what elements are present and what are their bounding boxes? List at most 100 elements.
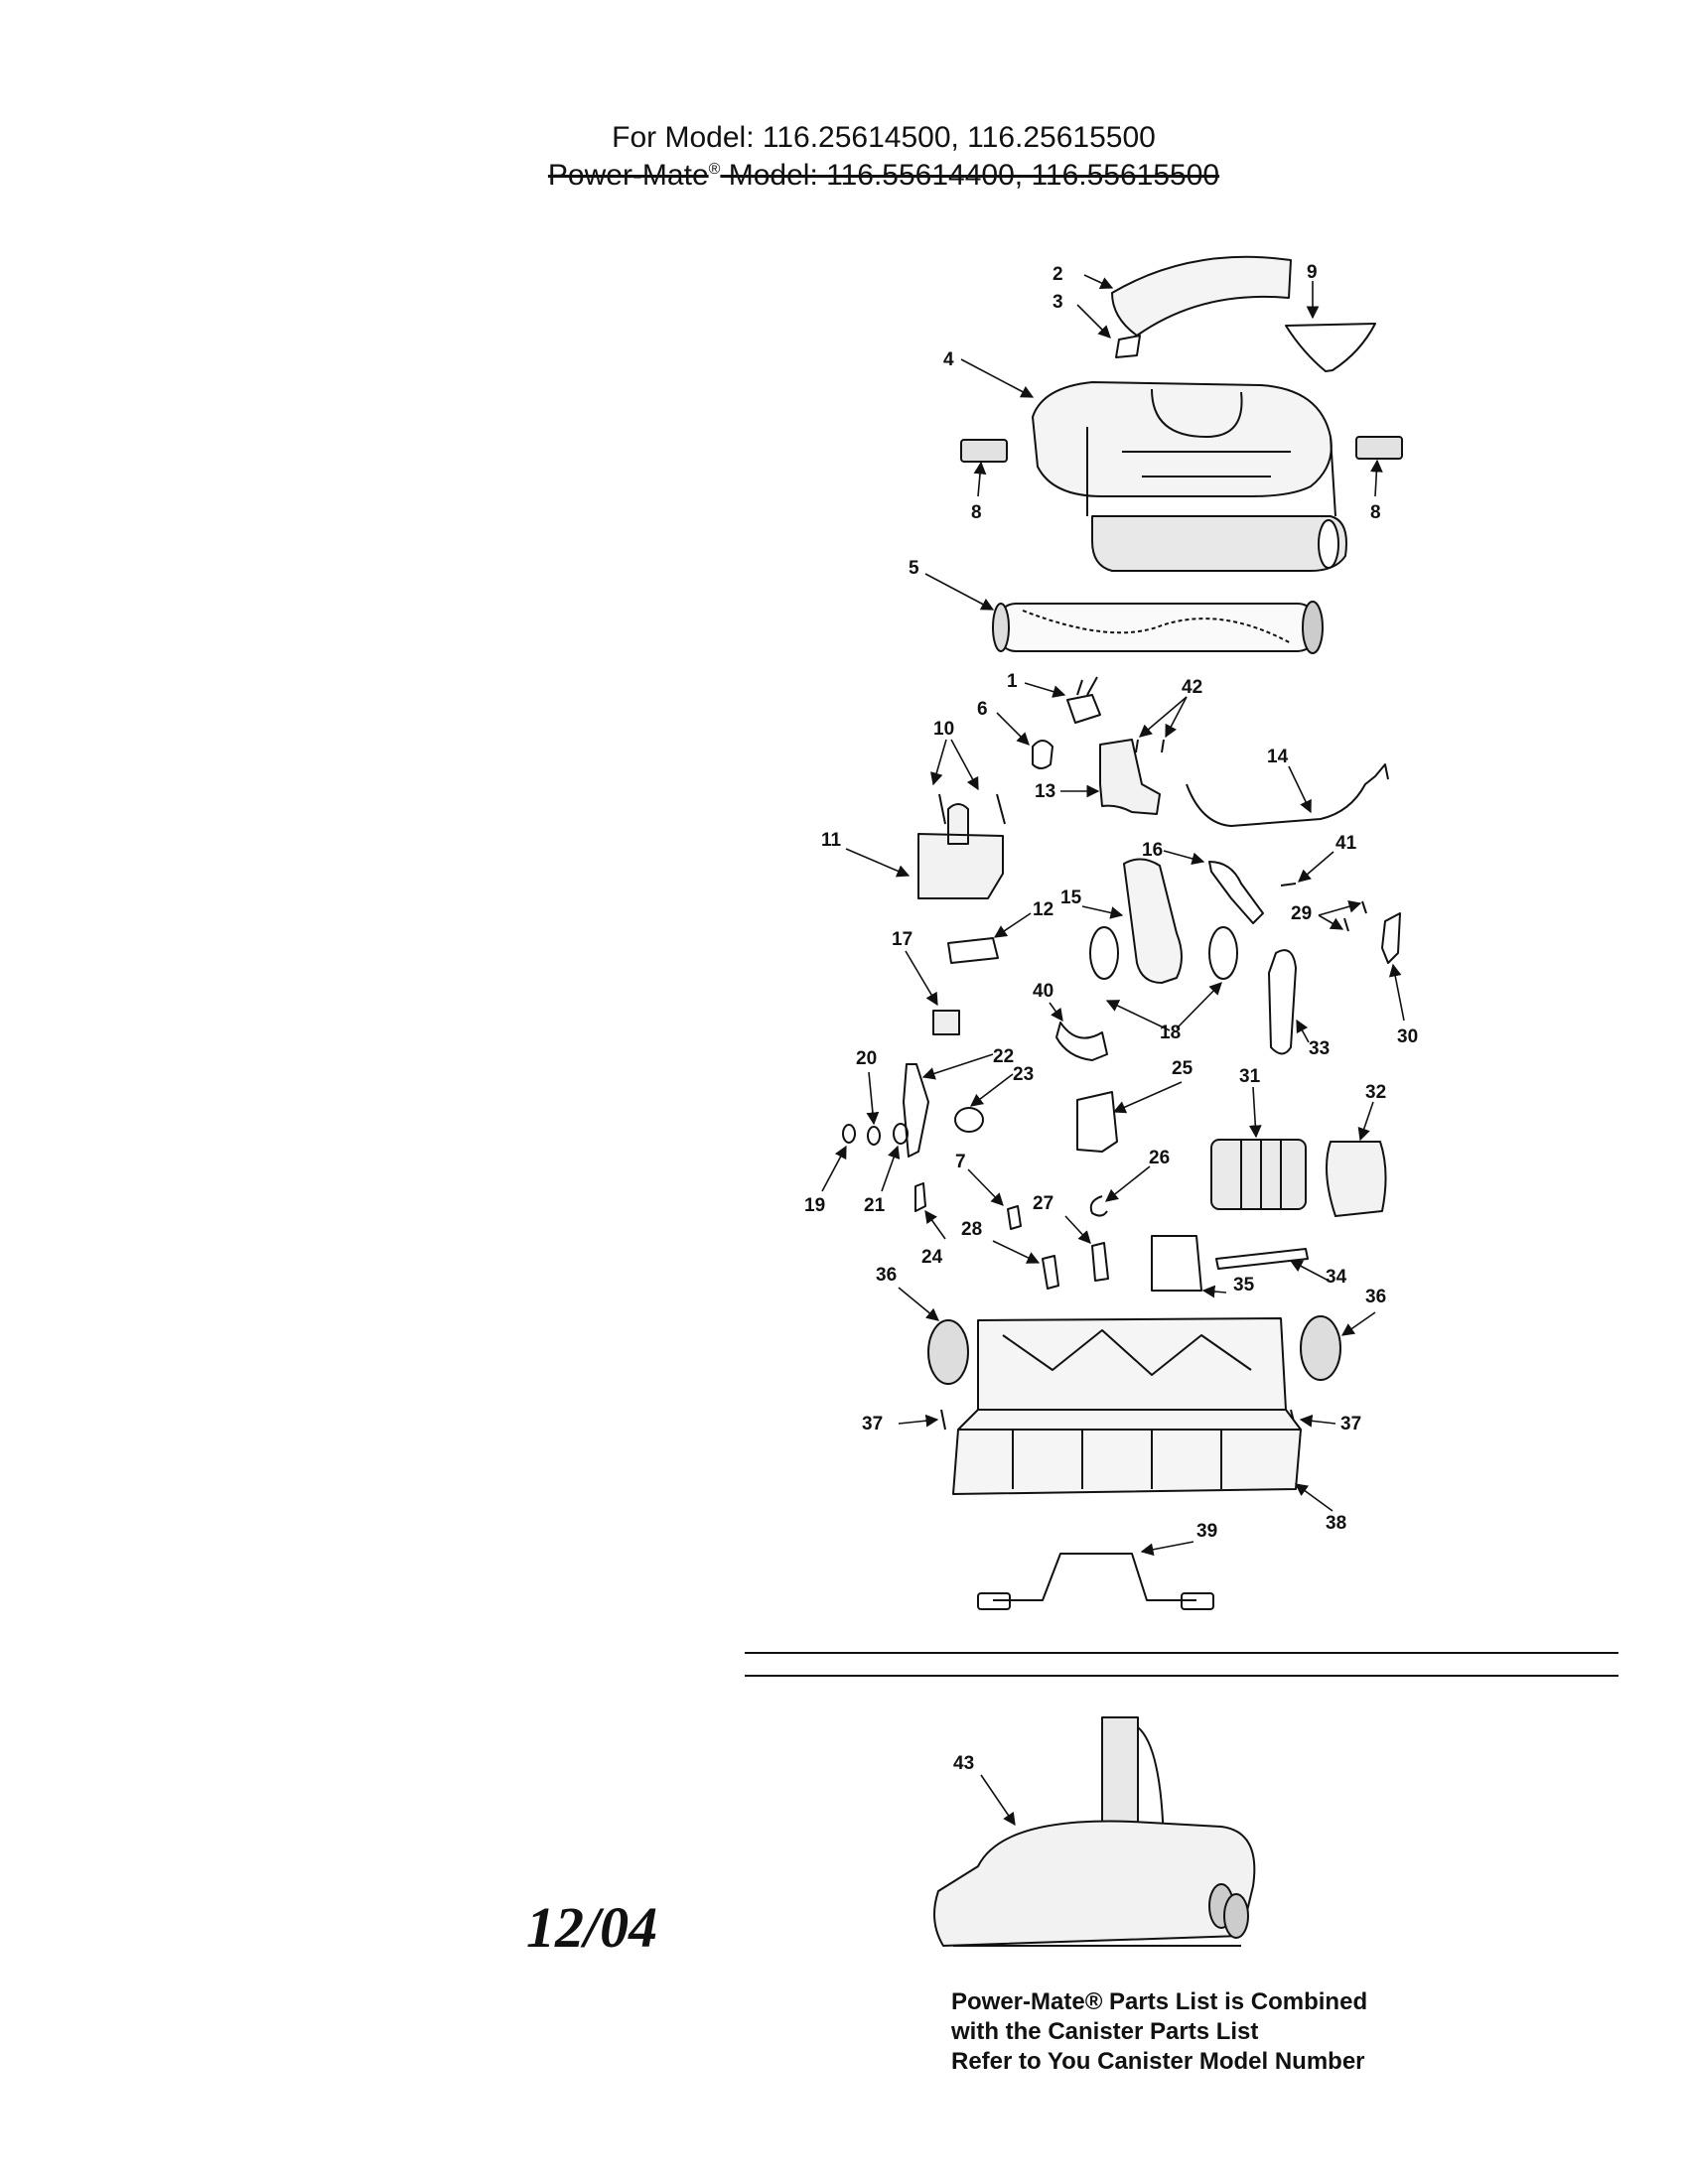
part-27-clip bbox=[1091, 1242, 1109, 1282]
callout-39: 39 bbox=[1196, 1521, 1217, 1542]
callout-38: 38 bbox=[1326, 1513, 1346, 1534]
callout-19: 19 bbox=[804, 1195, 825, 1216]
callout-27: 27 bbox=[1033, 1193, 1053, 1214]
callout-9: 9 bbox=[1307, 262, 1318, 283]
part-28-clip bbox=[1042, 1255, 1059, 1290]
callout-26: 26 bbox=[1149, 1148, 1170, 1168]
part-40-guard bbox=[1055, 1022, 1108, 1061]
callout-22: 22 bbox=[993, 1046, 1014, 1067]
part-14-cord bbox=[1186, 763, 1389, 827]
part-38-base bbox=[952, 1317, 1302, 1495]
callout-30: 30 bbox=[1397, 1026, 1418, 1047]
part-42-screws bbox=[1135, 739, 1165, 753]
callout-2: 2 bbox=[1052, 264, 1063, 285]
callout-41: 41 bbox=[1335, 833, 1357, 854]
part-39-end-right bbox=[1181, 1592, 1214, 1610]
callout-21: 21 bbox=[864, 1195, 886, 1216]
note-line-3: Refer to You Canister Model Number bbox=[951, 2048, 1365, 2075]
callout-13: 13 bbox=[1035, 781, 1055, 802]
part-39-wheel-bracket bbox=[993, 1553, 1196, 1601]
part-33-belt bbox=[1268, 949, 1297, 1055]
model-numbers-text: For Model: 116.25614500, 116.25615500 bbox=[612, 121, 1156, 154]
part-18-disc-left bbox=[1089, 926, 1119, 980]
part-10-pins bbox=[938, 793, 1006, 825]
registered-mark: ® bbox=[708, 161, 721, 178]
powermate-model-numbers: Model: 116.55614400, 116.55615500 bbox=[720, 159, 1220, 192]
callout-42: 42 bbox=[1182, 677, 1202, 698]
part-12-plate bbox=[947, 937, 999, 964]
callout-labels: 2 3 4 9 8 8 5 1 6 42 10 14 13 11 16 41 1… bbox=[804, 262, 1418, 1774]
callout-36-right: 36 bbox=[1365, 1287, 1386, 1307]
callout-25: 25 bbox=[1172, 1058, 1193, 1079]
note-line-2: with the Canister Parts List bbox=[951, 2018, 1259, 2045]
part-13-neck-bracket bbox=[1099, 739, 1161, 815]
part-8-pad-right bbox=[1355, 436, 1403, 460]
date-mark: 12/04 bbox=[526, 1895, 658, 1960]
part-15-swivel bbox=[1123, 858, 1183, 984]
callout-7: 7 bbox=[955, 1152, 966, 1172]
callout-29: 29 bbox=[1291, 903, 1312, 924]
part-18-disc-right bbox=[1208, 926, 1238, 980]
callout-14: 14 bbox=[1267, 747, 1289, 767]
part-6-bulb bbox=[1032, 740, 1053, 769]
part-43-powermate-nozzle bbox=[933, 1716, 1256, 1947]
part-3-pad bbox=[1115, 335, 1141, 358]
callout-24: 24 bbox=[921, 1247, 943, 1268]
callout-6: 6 bbox=[977, 699, 988, 720]
part-20-washer bbox=[867, 1126, 881, 1146]
part-9-filter bbox=[1285, 323, 1376, 372]
callout-5: 5 bbox=[909, 558, 919, 579]
part-36-wheel-left bbox=[927, 1319, 969, 1385]
part-8-pad-left bbox=[960, 439, 1008, 463]
callout-1: 1 bbox=[1007, 671, 1018, 692]
part-31-motor bbox=[1210, 1139, 1307, 1210]
part-35-bracket bbox=[1151, 1235, 1202, 1292]
callout-10: 10 bbox=[933, 719, 954, 740]
part-2-hood-cover bbox=[1111, 255, 1292, 337]
callout-8-right: 8 bbox=[1370, 502, 1381, 523]
callout-15: 15 bbox=[1060, 887, 1082, 908]
part-30-bracket bbox=[1381, 912, 1401, 964]
part-34-rod bbox=[1215, 1248, 1309, 1270]
part-19-washer bbox=[842, 1124, 856, 1144]
powermate-label: Power-Mate bbox=[547, 159, 709, 192]
leader-arrows bbox=[821, 274, 1405, 1827]
part-41-screw bbox=[1280, 883, 1297, 887]
part-32-motor-cover bbox=[1326, 1141, 1387, 1217]
part-17-block bbox=[932, 1010, 960, 1035]
powermate-model-header: Power-Mate® Model: 116.55614400, 116.556… bbox=[42, 159, 1684, 193]
part-22-arm bbox=[903, 1063, 929, 1158]
callout-8-left: 8 bbox=[971, 502, 982, 523]
callout-36-left: 36 bbox=[876, 1265, 897, 1286]
callout-33: 33 bbox=[1309, 1038, 1330, 1059]
part-4-top-housing bbox=[1032, 381, 1347, 572]
callout-28: 28 bbox=[961, 1219, 982, 1240]
callout-40: 40 bbox=[1033, 981, 1053, 1002]
callout-20: 20 bbox=[856, 1048, 877, 1069]
callout-12: 12 bbox=[1033, 899, 1053, 920]
part-36-wheel-right bbox=[1300, 1315, 1341, 1381]
callout-31: 31 bbox=[1239, 1066, 1261, 1087]
callout-34: 34 bbox=[1326, 1267, 1347, 1288]
part-11-bracket bbox=[917, 803, 1004, 899]
callout-43: 43 bbox=[953, 1753, 974, 1774]
callout-11: 11 bbox=[821, 830, 842, 851]
callout-37-right: 37 bbox=[1340, 1414, 1361, 1434]
part-39-end-left bbox=[977, 1592, 1011, 1610]
part-1-switch bbox=[1066, 676, 1101, 724]
callout-3: 3 bbox=[1052, 292, 1063, 313]
part-5-brush-roll bbox=[992, 601, 1324, 654]
parts-list-note: Power-Mate® Parts List is Combined with … bbox=[951, 1987, 1367, 2077]
callout-4: 4 bbox=[943, 349, 954, 370]
part-7-connector bbox=[1007, 1205, 1022, 1230]
callout-23: 23 bbox=[1013, 1064, 1034, 1085]
part-24-clip bbox=[914, 1182, 926, 1212]
callout-17: 17 bbox=[892, 929, 912, 950]
part-25-housing bbox=[1076, 1091, 1118, 1153]
callout-35: 35 bbox=[1233, 1275, 1255, 1296]
part-23-cap bbox=[954, 1107, 984, 1133]
model-header: For Model: 116.25614500, 116.25615500 bbox=[42, 121, 1684, 155]
part-37-pin-left bbox=[940, 1409, 946, 1431]
note-line-1: Power-Mate® Parts List is Combined bbox=[951, 1988, 1368, 2015]
